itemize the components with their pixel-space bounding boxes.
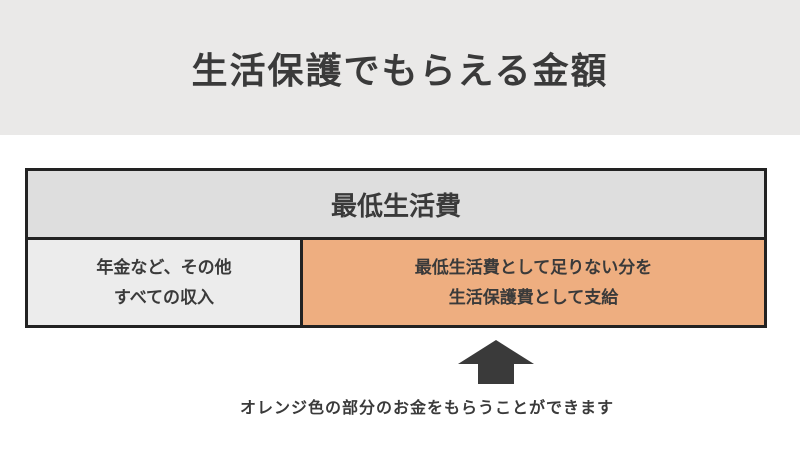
welfare-line-1: 最低生活費として足りない分を: [414, 257, 653, 278]
minimum-living-cost-label: 最低生活費: [28, 171, 764, 237]
page-title: 生活保護でもらえる金額: [0, 0, 800, 135]
other-income-line-1: 年金など、その他: [96, 257, 232, 278]
other-income-line-2: すべての収入: [113, 287, 215, 308]
welfare-line-2: 生活保護費として支給: [448, 287, 619, 308]
other-income-cell: 年金など、その他すべての収入: [28, 240, 300, 325]
living-cost-diagram: 最低生活費 年金など、その他すべての収入 最低生活費として足りない分を生活保護費…: [25, 168, 767, 328]
welfare-payment-cell: 最低生活費として足りない分を生活保護費として支給: [303, 240, 764, 325]
note-text: オレンジ色の部分のお金をもらうことができます: [240, 398, 615, 417]
